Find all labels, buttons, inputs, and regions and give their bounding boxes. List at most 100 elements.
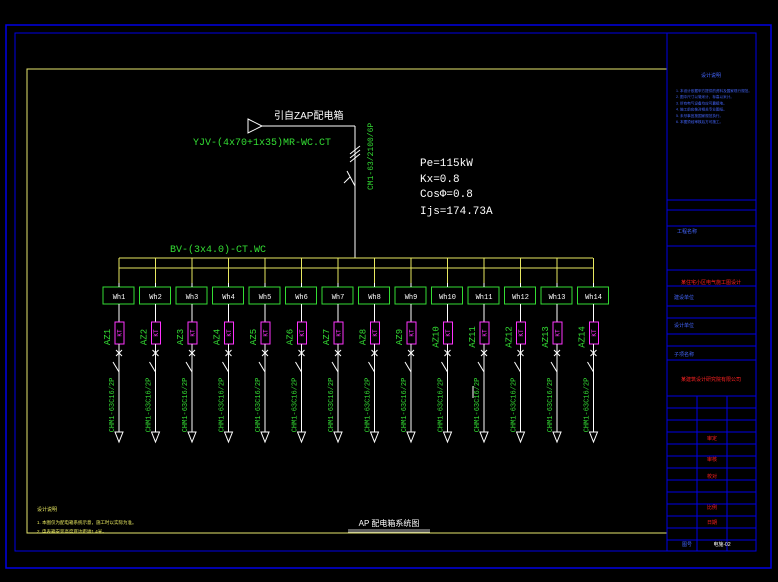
titleblock-note: 1. 本设计依据甲方提供的资料及国家现行规范。 xyxy=(676,88,752,93)
circuit-box-label: AZ4 xyxy=(213,329,223,345)
branch-breaker-label: CHM1-63C16/2P xyxy=(438,378,446,433)
breaker-switch-icon xyxy=(149,361,156,373)
relay-label: KT xyxy=(336,329,343,337)
inner-frame xyxy=(14,32,757,552)
breaker-switch-icon xyxy=(514,361,521,373)
titleblock-project: 某住宅小区电气施工图设计 xyxy=(681,279,741,286)
branch-arrow-icon xyxy=(479,431,489,444)
circuit-box-label: AZ7 xyxy=(322,329,332,345)
incoming-arrow-icon xyxy=(247,118,264,134)
breaker-switch-icon xyxy=(331,361,339,373)
meter-label: Wh11 xyxy=(476,294,493,302)
meter-label: Wh2 xyxy=(149,294,162,302)
breaker-cross-icon xyxy=(444,349,451,357)
branch-arrow-icon xyxy=(333,431,343,444)
branch-arrow-icon xyxy=(369,431,380,444)
meter-label: Wh1 xyxy=(113,294,126,302)
titleblock-note: 5. 未尽事宜按国家规范执行。 xyxy=(676,113,723,118)
breaker-cross-icon xyxy=(225,349,232,357)
branch-breaker-label: CHM1-63C16/2P xyxy=(146,378,154,433)
branch-breaker-label: CHM1-63C16/2P xyxy=(547,378,555,433)
branch-breaker-label: CHM1-63C16/2P xyxy=(255,378,263,433)
meter-label: Wh3 xyxy=(186,294,199,302)
three-phase-ticks-icon xyxy=(349,145,361,163)
relay-label: KT xyxy=(409,329,416,337)
breaker-switch-icon xyxy=(258,361,266,373)
titleblock-note: 2. 图中尺寸以毫米计，标高以米计。 xyxy=(676,94,734,99)
load-ijs: Ijs=174.73A xyxy=(420,206,493,218)
relay-label: KT xyxy=(263,329,270,337)
breaker-cross-icon xyxy=(334,349,342,357)
branch-arrow-icon xyxy=(260,431,270,444)
relay-label: KT xyxy=(226,329,233,337)
circuit-box-label: AZ12 xyxy=(505,326,515,348)
load-kx: Kx=0.8 xyxy=(420,174,460,186)
relay-label: KT xyxy=(299,329,306,337)
breaker-cross-icon xyxy=(188,349,196,357)
branch-arrow-icon xyxy=(442,431,453,444)
titleblock-row-label-3: 设计单位 xyxy=(674,322,694,329)
branch-arrow-icon xyxy=(515,431,526,444)
notes-heading: 设计说明 xyxy=(37,506,57,513)
breaker-switch-icon xyxy=(112,361,120,373)
breaker-switch-icon xyxy=(295,361,302,373)
titleblock-company: 某建筑设计研究院有限公司 xyxy=(681,376,741,383)
circuit-box-label: AZ3 xyxy=(176,329,186,345)
title-block xyxy=(666,33,756,551)
meter-label: Wh13 xyxy=(549,294,566,302)
branch-arrow-icon xyxy=(588,431,599,444)
relay-label: KT xyxy=(555,329,562,337)
titleblock-row-label-2: 建设单位 xyxy=(674,294,694,301)
titleblock-note: 6. 本图须经审核后方可施工。 xyxy=(676,119,723,124)
circuit-box-label: AZ11 xyxy=(468,326,478,348)
breaker-switch-icon xyxy=(185,361,193,373)
branch-arrow-icon xyxy=(552,431,562,444)
meter-label: Wh10 xyxy=(439,294,456,302)
titleblock-sheet-no: 电施-02 xyxy=(713,541,730,548)
incoming-cable-label: YJV-(4x70+1x35)MR-WC.CT xyxy=(193,137,331,149)
breaker-switch-icon xyxy=(441,361,448,373)
branch-breaker-label: CHM1-63C16/2P xyxy=(219,378,227,433)
branch-breaker-label: CHM1-63C16/2P xyxy=(109,378,117,433)
meter-label: Wh5 xyxy=(259,294,272,302)
branch-arrow-icon xyxy=(406,431,416,444)
breaker-cross-icon xyxy=(407,349,415,357)
branch-breaker-label: CHM1-63C16/2P xyxy=(474,378,482,433)
titleblock-role-3: 校对 xyxy=(707,473,717,480)
breaker-cross-icon xyxy=(152,349,159,357)
titleblock-notes: 1. 本设计依据甲方提供的资料及国家现行规范。2. 图中尺寸以毫米计，标高以米计… xyxy=(676,88,752,124)
outgoing-circuits: Wh1KTAZ1CHM1-63C16/2PWh2KTAZ2CHM1-63C16/… xyxy=(102,258,609,444)
titleblock-date: 日期 xyxy=(707,520,717,526)
titleblock-sheet: 图号 xyxy=(682,542,692,548)
breaker-switch-icon xyxy=(222,361,229,373)
circuit-box-label: AZ8 xyxy=(359,329,369,345)
branch-cable-label: BV-(3x4.0)-CT.WC xyxy=(170,244,266,256)
circuit-box-label: AZ9 xyxy=(395,329,405,345)
titleblock-header: 设计说明 xyxy=(701,72,721,79)
titleblock-role-1: 审定 xyxy=(707,435,717,442)
relay-label: KT xyxy=(518,329,525,337)
circuit-box-label: AZ13 xyxy=(541,326,551,348)
load-cos: CosΦ=0.8 xyxy=(420,189,473,201)
breaker-cross-icon xyxy=(371,349,378,357)
breaker-cross-icon xyxy=(261,349,269,357)
branch-breaker-label: CHM1-63C16/2P xyxy=(365,378,373,433)
note-line-2: 2. 电表箱安装高度底边距地1.4米。 xyxy=(37,528,107,535)
breaker-cross-icon xyxy=(553,349,561,357)
breaker-cross-icon xyxy=(298,349,305,357)
note-line-1: 1. 本图仅为配电箱系统示意，施工时以实际为准。 xyxy=(37,519,137,526)
meter-label: Wh6 xyxy=(295,294,308,302)
circuit-box-label: AZ14 xyxy=(578,326,588,348)
circuit-box-label: AZ5 xyxy=(249,329,259,345)
